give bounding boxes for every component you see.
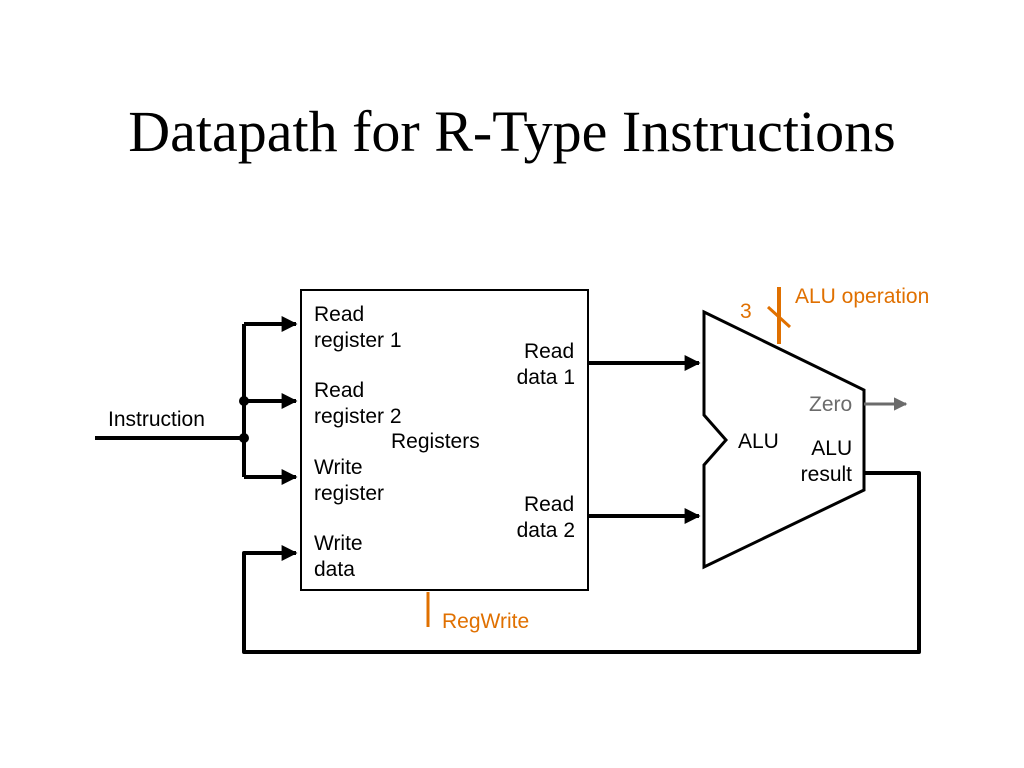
- read-data-2-label: Read data 2: [517, 493, 580, 542]
- alu-result-feedback-wire: [242, 471, 921, 654]
- alu-shape: [702, 309, 866, 570]
- read-register-1-label: Read register 1: [314, 303, 402, 352]
- write-register-label: Write register: [314, 456, 384, 505]
- registers-label: Registers: [391, 430, 480, 453]
- alu-operation-label: ALU operation: [795, 285, 929, 308]
- alu-operation-width-tick: [766, 305, 792, 329]
- slide-title: Datapath for R-Type Instructions: [128, 99, 896, 164]
- instruction-bus: [95, 316, 298, 485]
- instruction-label: Instruction: [108, 408, 205, 431]
- zero-label: Zero: [809, 393, 852, 416]
- register-file-box: [300, 289, 589, 591]
- junction-dot: [239, 433, 249, 443]
- regwrite-label: RegWrite: [442, 610, 529, 633]
- alu-result-label: ALU result: [801, 437, 858, 486]
- alu-label: ALU: [738, 430, 779, 453]
- alu-operation-width-label: 3: [740, 300, 752, 323]
- junction-dot: [239, 396, 249, 406]
- read-register-2-label: Read register 2: [314, 379, 402, 428]
- write-data-label: Write data: [314, 532, 368, 581]
- read-data-1-label: Read data 1: [517, 340, 580, 389]
